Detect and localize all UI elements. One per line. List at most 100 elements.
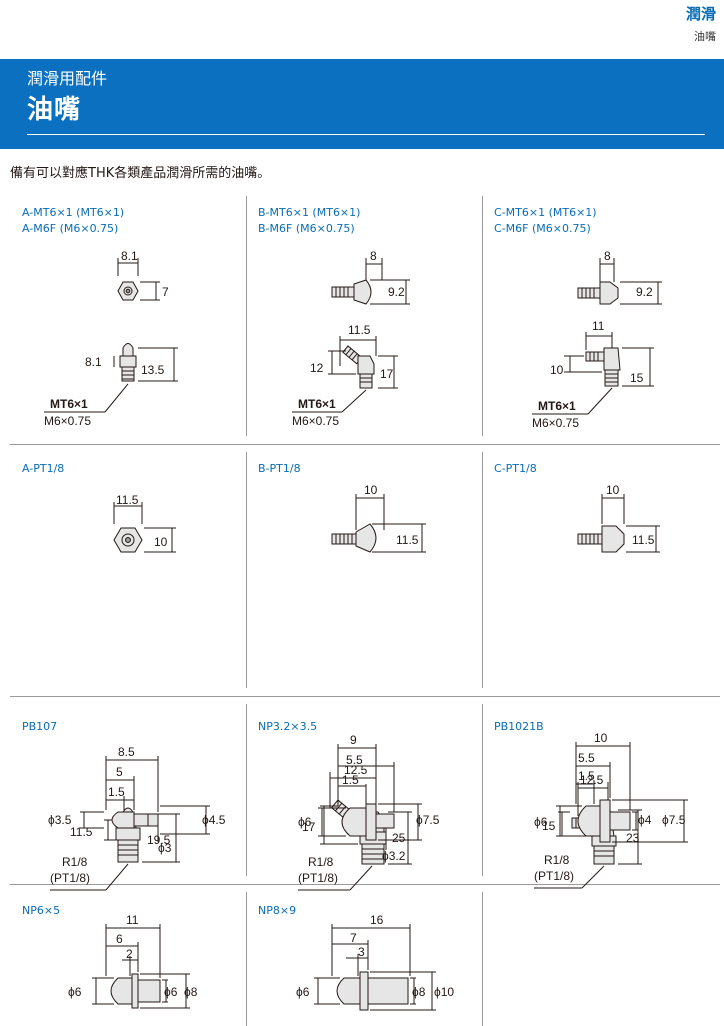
dim-offset: 15 <box>542 819 556 833</box>
dim-l3: 1.5 <box>342 773 359 787</box>
dim-hex: 8.1 <box>85 355 102 369</box>
intro-text: 備有可以對應THK各類產品潤滑所需的油嘴。 <box>10 166 271 181</box>
product-c-pt18: C-PT1/8 <box>482 448 720 889</box>
dim-d2: ϕ8 <box>412 985 426 999</box>
model-name: PB1021B <box>494 720 544 733</box>
dim-l1: 16 <box>370 913 384 927</box>
dim-length: 19.5 <box>147 833 171 847</box>
dim-d3: ϕ7.5 <box>662 813 686 827</box>
dim-l2: 5.5 <box>578 751 595 765</box>
dim-l2: 5.5 <box>346 753 363 767</box>
dim-height: 9.2 <box>636 285 653 299</box>
dim-offset: 10 <box>550 363 564 377</box>
dim-d1: ϕ3.5 <box>48 813 72 827</box>
nipple-grid: A-MT6×1 (MT6×1) A-M6F (M6×0.75) <box>10 196 720 1026</box>
dim-l3: 3 <box>358 945 365 959</box>
model-name: C-PT1/8 <box>494 462 537 475</box>
product-c-mt6: C-MT6×1 (MT6×1) C-M6F (M6×0.75) <box>482 196 720 444</box>
model-name-alt: A-M6F (M6×0.75) <box>22 222 119 235</box>
thread-spec: R1/8 <box>544 853 570 867</box>
dim-l2: 5 <box>116 765 123 779</box>
product-a-pt18: A-PT1/8 11.5 10 <box>10 448 246 891</box>
dim-d1: ϕ6 <box>298 815 312 829</box>
dim-total-height: 17 <box>380 367 394 381</box>
dim-height: 9.2 <box>388 285 405 299</box>
section-subtitle: 油嘴 <box>694 30 716 43</box>
divider <box>10 884 720 885</box>
dim-width: 10 <box>606 483 620 497</box>
dim-d1: ϕ6 <box>296 985 310 999</box>
dim-width: 8 <box>370 249 377 263</box>
dim-total-height: 25 <box>392 831 406 845</box>
dim-d3: ϕ3 <box>158 841 172 855</box>
product-pb107: PB107 8.5 5 1.5 ϕ3.5 ϕ4.5 ϕ3 <box>10 700 246 884</box>
dim-d2: ϕ4.5 <box>202 813 226 827</box>
dim-l1: 11 <box>126 913 139 927</box>
drawing-b-pt18: 10 11.5 12.5 17 25 R1/8 (PT1/8) <box>298 483 426 891</box>
dim-d1: ϕ6 <box>68 985 82 999</box>
divider <box>482 196 483 436</box>
thread-spec-alt: M6×0.75 <box>292 414 339 428</box>
model-name: NP8×9 <box>258 904 297 917</box>
product-pb1021b: PB1021B 10 5.5 1.5 ϕ6 ϕ4 <box>482 700 720 884</box>
dim-width: 8.1 <box>121 249 138 263</box>
dim-offset: 12 <box>310 361 324 375</box>
model-name-alt: B-M6F (M6×0.75) <box>258 222 355 235</box>
drawing-a-mt6: 8.1 7 8.1 13.5 MT6×1 M6×0.75 <box>44 249 178 428</box>
dim-l3: 1.5 <box>578 769 595 783</box>
thread-spec-alt: (PT1/8) <box>50 871 90 885</box>
dim-offset: 17 <box>302 820 316 834</box>
model-name-alt: C-M6F (M6×0.75) <box>494 222 591 235</box>
dim-l2: 7 <box>350 931 357 945</box>
banner-category: 潤滑用配件 <box>27 69 108 88</box>
thread-spec-alt: M6×0.75 <box>532 416 579 430</box>
model-name: NP3.2×3.5 <box>258 720 318 733</box>
dim-height: 7 <box>162 285 169 299</box>
drawing-c-pt18: 10 11.5 12.5 15 23 R1/8 (PT1/8) <box>534 483 660 889</box>
thread-spec: MT6×1 <box>50 397 88 411</box>
dim-height: 11.5 <box>396 533 419 547</box>
dim-l3: 1.5 <box>108 785 125 799</box>
divider <box>482 892 483 1026</box>
dim-height: 11.5 <box>632 533 655 547</box>
model-name: C-MT6×1 (MT6×1) <box>494 206 597 219</box>
drawing-c-mt6: 8 9.2 11 10 15 MT6×1 M6×0.75 <box>532 249 662 430</box>
drawing-a-pt18: 11.5 10 11.5 19.5 R1/8 (PT1/8) <box>50 493 180 891</box>
thread-spec: R1/8 <box>308 855 334 869</box>
dim-d3: ϕ10 <box>434 985 454 999</box>
dim-length: 13.5 <box>141 363 165 377</box>
product-np6: NP6×5 11 6 2 ϕ6 ϕ6 <box>10 888 246 1026</box>
model-name: NP6×5 <box>22 904 61 917</box>
product-np8: NP8×9 16 7 3 ϕ6 ϕ8 <box>246 888 482 1026</box>
thread-spec: MT6×1 <box>298 397 336 411</box>
dim-d2: ϕ6 <box>164 985 178 999</box>
dim-width: 11.5 <box>116 493 139 507</box>
dim-l1: 9 <box>350 733 357 747</box>
dim-length: 11.5 <box>348 323 371 337</box>
model-name: B-PT1/8 <box>258 462 301 475</box>
model-name: A-PT1/8 <box>22 462 65 475</box>
dim-d1: ϕ6 <box>534 815 548 829</box>
dim-l1: 8.5 <box>118 745 135 759</box>
product-b-pt18: B-PT1/8 <box>246 448 482 891</box>
banner-rule <box>27 134 705 135</box>
divider <box>10 696 720 697</box>
thread-spec-alt: M6×0.75 <box>44 414 91 428</box>
product-np32: NP3.2×3.5 9 5.5 1.5 ϕ6 ϕ7.5 <box>246 700 482 884</box>
dim-height: 10 <box>154 535 168 549</box>
divider <box>246 452 247 688</box>
drawing-pb1021b: 10 5.5 1.5 ϕ6 ϕ4 ϕ7.5 <box>534 731 688 843</box>
model-name: B-MT6×1 (MT6×1) <box>258 206 361 219</box>
dim-total-height: 15 <box>630 371 644 385</box>
thread-spec-alt: (PT1/8) <box>534 869 574 883</box>
model-name: PB107 <box>22 720 58 733</box>
dim-l1: 10 <box>594 731 608 745</box>
thread-spec-alt: (PT1/8) <box>298 871 338 885</box>
divider <box>246 196 247 436</box>
divider <box>482 452 483 688</box>
thread-spec: R1/8 <box>62 855 88 869</box>
drawing-np8: 16 7 3 ϕ6 ϕ8 ϕ10 <box>296 913 454 1011</box>
divider <box>482 704 483 876</box>
dim-length: 11 <box>592 319 605 333</box>
drawing-pb107: 8.5 5 1.5 ϕ3.5 ϕ4.5 ϕ3 <box>48 745 226 855</box>
